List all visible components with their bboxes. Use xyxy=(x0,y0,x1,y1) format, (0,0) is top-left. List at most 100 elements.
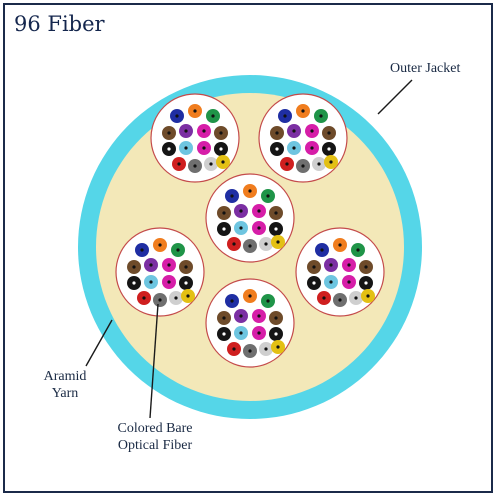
fiber-core xyxy=(266,299,270,303)
outer-jacket-leader xyxy=(377,79,413,115)
buffer-tube xyxy=(205,278,295,368)
fiber-core xyxy=(167,280,171,284)
fiber-core xyxy=(276,345,280,349)
fiber-core xyxy=(174,296,178,300)
fiber-core xyxy=(257,331,261,335)
fiber-core xyxy=(222,332,226,336)
optical-fiber-label: Colored Bare Optical Fiber xyxy=(100,420,210,454)
fiber-core xyxy=(132,281,136,285)
fiber-core xyxy=(184,146,188,150)
fiber-core xyxy=(219,131,223,135)
fiber-core xyxy=(167,147,171,151)
fiber-core xyxy=(158,243,162,247)
optical-fiber-text-1: Colored Bare xyxy=(117,421,193,436)
fiber-core xyxy=(142,296,146,300)
outer-jacket-label: Outer Jacket xyxy=(390,60,490,77)
fiber-core xyxy=(167,263,171,267)
fiber-core xyxy=(202,146,206,150)
fiber-core xyxy=(338,243,342,247)
optical-fiber-text-2: Optical Fiber xyxy=(117,438,193,453)
fiber-core xyxy=(264,347,268,351)
fiber-core xyxy=(149,280,153,284)
fiber-core xyxy=(239,331,243,335)
aramid-yarn-text-2: Yarn xyxy=(51,386,79,401)
fiber-core xyxy=(317,162,321,166)
leader-lines xyxy=(85,79,413,419)
fiber-core xyxy=(275,147,279,151)
fiber-core xyxy=(248,294,252,298)
fiber-core xyxy=(230,299,234,303)
fiber-core xyxy=(266,194,270,198)
outer-jacket-text: Outer Jacket xyxy=(390,61,461,76)
fiber-core xyxy=(366,294,370,298)
buffer-tubes xyxy=(115,93,385,368)
fiber-core xyxy=(310,146,314,150)
fiber-core xyxy=(193,109,197,113)
fiber-core xyxy=(322,296,326,300)
fiber-core xyxy=(347,263,351,267)
fiber-core xyxy=(239,209,243,213)
fiber-core xyxy=(285,162,289,166)
buffer-tube xyxy=(150,93,240,183)
fiber-core xyxy=(184,129,188,133)
fiber-core xyxy=(274,316,278,320)
aramid-yarn-label: Aramid Yarn xyxy=(30,368,100,402)
fiber-core xyxy=(176,248,180,252)
fiber-core xyxy=(222,316,226,320)
fiber-core xyxy=(329,280,333,284)
fiber-core xyxy=(219,147,223,151)
fiber-core xyxy=(221,160,225,164)
fiber-core xyxy=(292,146,296,150)
fiber-core xyxy=(149,263,153,267)
fiber-core xyxy=(167,131,171,135)
fiber-core xyxy=(274,227,278,231)
fiber-core xyxy=(222,227,226,231)
fiber-core xyxy=(209,162,213,166)
diagram-title: 96 Fiber xyxy=(14,12,105,36)
buffer-tube xyxy=(115,227,205,317)
fiber-core xyxy=(301,109,305,113)
fiber-core xyxy=(354,296,358,300)
fiber-core xyxy=(329,263,333,267)
fiber-core xyxy=(239,226,243,230)
optical-fiber-leader xyxy=(149,303,159,419)
fiber-core xyxy=(257,314,261,318)
fiber-core xyxy=(222,211,226,215)
fiber-core xyxy=(186,294,190,298)
fiber-core xyxy=(158,298,162,302)
fiber-core xyxy=(175,114,179,118)
fiber-core xyxy=(312,265,316,269)
fiber-core xyxy=(283,114,287,118)
fiber-core xyxy=(327,131,331,135)
fiber-core xyxy=(257,209,261,213)
fiber-core xyxy=(257,226,261,230)
fiber-core xyxy=(264,242,268,246)
fiber-core xyxy=(184,265,188,269)
fiber-core xyxy=(364,265,368,269)
fiber-core xyxy=(184,281,188,285)
buffer-tube xyxy=(205,173,295,263)
fiber-core xyxy=(274,332,278,336)
fiber-core xyxy=(319,114,323,118)
fiber-core xyxy=(292,129,296,133)
fiber-core xyxy=(202,129,206,133)
fiber-core xyxy=(364,281,368,285)
buffer-tube xyxy=(258,93,348,183)
fiber-core xyxy=(338,298,342,302)
fiber-core xyxy=(356,248,360,252)
fiber-core xyxy=(232,347,236,351)
aramid-yarn-leader xyxy=(85,319,113,367)
fiber-core xyxy=(248,349,252,353)
fiber-core xyxy=(248,244,252,248)
fiber-core xyxy=(329,160,333,164)
fiber-core xyxy=(248,189,252,193)
fiber-core xyxy=(275,131,279,135)
fiber-core xyxy=(230,194,234,198)
fiber-core xyxy=(274,211,278,215)
aramid-yarn-text-1: Aramid xyxy=(43,369,87,384)
fiber-core xyxy=(347,280,351,284)
fiber-core xyxy=(177,162,181,166)
fiber-core xyxy=(140,248,144,252)
fiber-core xyxy=(193,164,197,168)
